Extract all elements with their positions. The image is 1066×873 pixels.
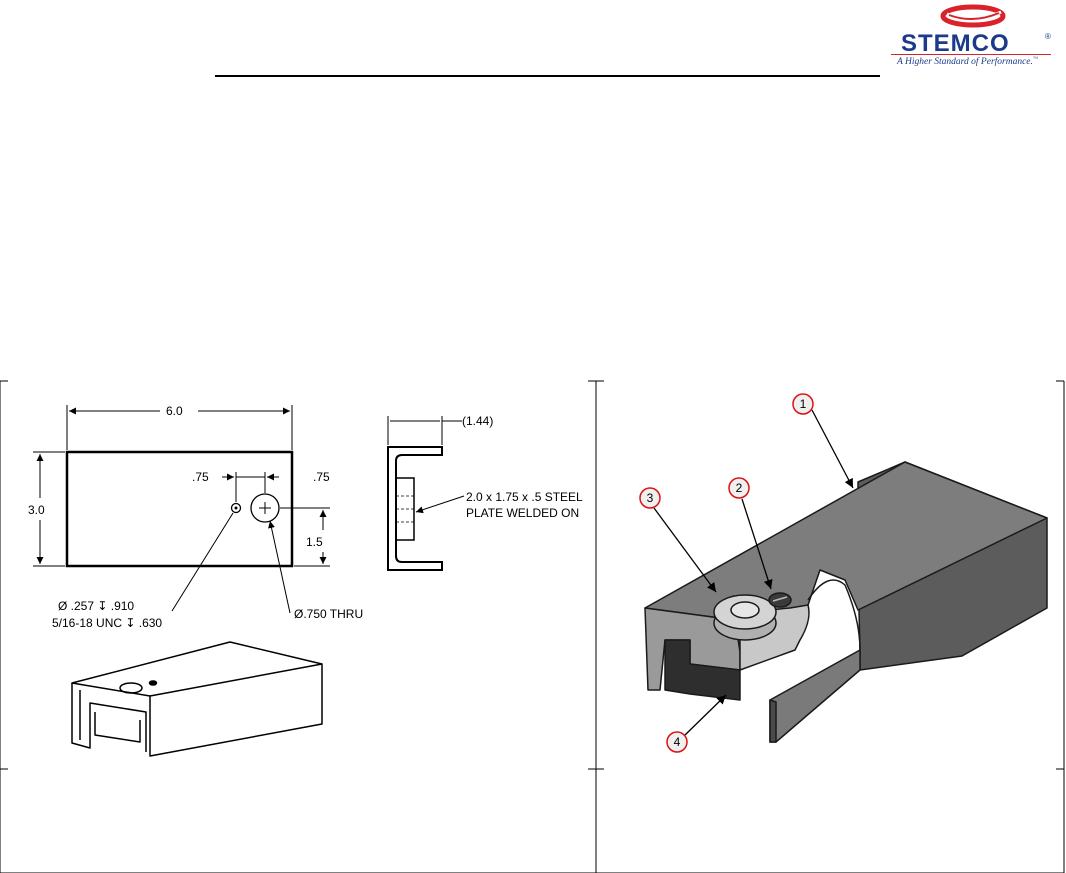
callout-3: 3 <box>640 488 716 592</box>
callout-4: 4 <box>667 695 726 752</box>
dim-right-offset-label: .75 <box>313 470 330 484</box>
dim-depth-label: (1.44) <box>462 414 493 428</box>
dim-depth <box>388 416 462 445</box>
isometric-shaded-view <box>645 462 1047 742</box>
plate-note-leader <box>416 496 464 512</box>
isometric-line-view <box>72 642 322 756</box>
callout-4-number: 4 <box>674 735 681 749</box>
dim-hole-spacing <box>222 472 279 502</box>
front-view <box>67 452 292 566</box>
small-hole-note-line2: 5/16-18 UNC ↧ .630 <box>52 616 162 630</box>
small-hole-note-line1: Ø .257 ↧ .910 <box>58 599 134 613</box>
callout-2-number: 2 <box>736 481 743 495</box>
side-view <box>388 447 442 570</box>
callout-1: 1 <box>793 394 853 488</box>
callout-1-number: 1 <box>800 397 807 411</box>
dim-left-offset-label: .75 <box>192 470 209 484</box>
plate-note-line2: PLATE WELDED ON <box>466 506 579 520</box>
dim-vertical-label: 1.5 <box>306 535 323 549</box>
small-hole-leader <box>172 513 233 611</box>
dim-height-label: 3.0 <box>28 503 45 517</box>
callout-3-number: 3 <box>647 491 654 505</box>
dim-width-label: 6.0 <box>166 404 183 418</box>
large-hole-note: Ø.750 THRU <box>294 607 363 621</box>
plate-note-line1: 2.0 x 1.75 x .5 STEEL <box>466 490 583 504</box>
